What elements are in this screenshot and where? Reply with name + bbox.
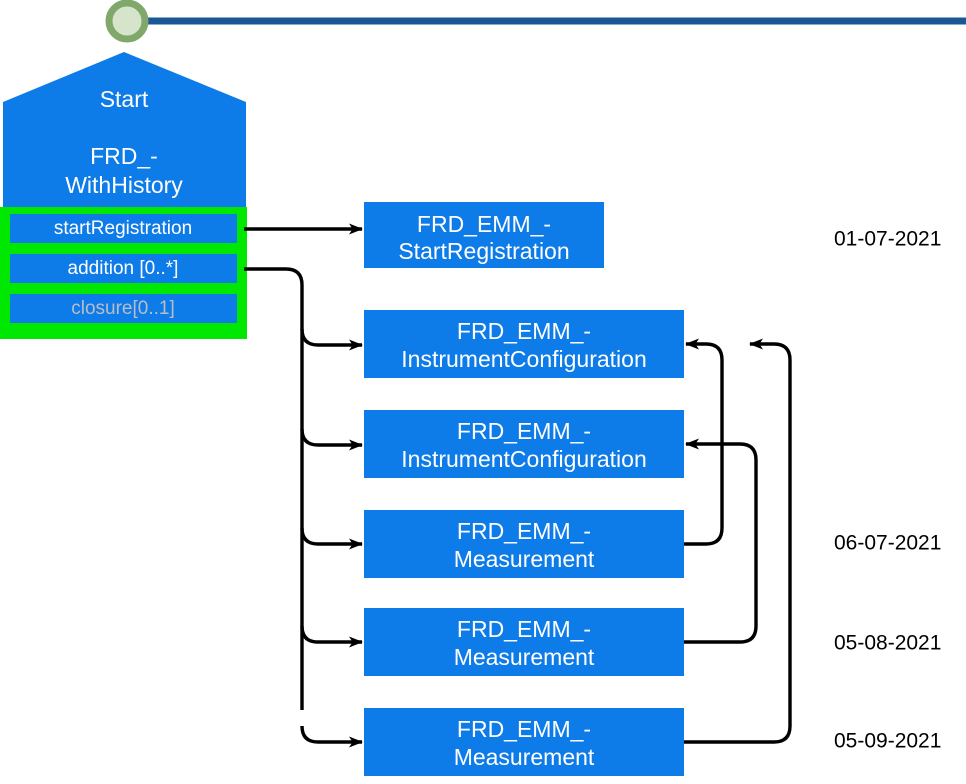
start-node-type-line1: FRD_- xyxy=(90,143,158,169)
event-node-1-line1: FRD_EMM_- xyxy=(417,211,551,237)
event-node-4[interactable]: FRD_EMM_- Measurement xyxy=(364,510,684,578)
connector-addition-to-node-4 xyxy=(300,527,363,550)
start-node-type-line2: WithHistory xyxy=(65,172,183,198)
event-node-5-line1: FRD_EMM_- xyxy=(457,616,591,642)
compartment-closure-body xyxy=(10,294,237,323)
event-node-2-body xyxy=(364,310,684,378)
connector-addition-trunk xyxy=(244,267,304,710)
connector-addition-to-node-5 xyxy=(300,625,363,648)
compartment-addition[interactable]: addition [0..*] xyxy=(4,251,243,286)
date-label-2: 06-07-2021 xyxy=(834,532,941,555)
event-node-1[interactable]: FRD_EMM_- StartRegistration xyxy=(364,202,604,268)
event-node-4-body xyxy=(364,510,684,578)
start-node-title: Start xyxy=(100,86,149,112)
event-node-2-line1: FRD_EMM_- xyxy=(457,318,591,344)
event-node-3-line2: InstrumentConfiguration xyxy=(401,446,646,472)
start-node[interactable]: Start FRD_- WithHistory xyxy=(3,52,246,208)
start-node-compartments: startRegistration addition [0..*] closur… xyxy=(0,207,247,339)
connector-node-6-to-node-2 xyxy=(684,338,792,744)
connector-addition-to-node-6 xyxy=(300,725,363,748)
event-node-3-body xyxy=(364,410,684,478)
event-node-6-body xyxy=(364,708,684,776)
date-label-3: 05-08-2021 xyxy=(834,632,941,655)
event-node-3-line1: FRD_EMM_- xyxy=(457,418,591,444)
compartment-closure-label: closure[0..1] xyxy=(71,298,175,319)
event-node-5[interactable]: FRD_EMM_- Measurement xyxy=(364,608,684,676)
connector-addition-tree xyxy=(244,267,363,748)
event-node-3[interactable]: FRD_EMM_- InstrumentConfiguration xyxy=(364,410,684,478)
compartment-addition-label: addition [0..*] xyxy=(68,258,179,279)
event-node-4-line1: FRD_EMM_- xyxy=(457,518,591,544)
compartment-closure[interactable]: closure[0..1] xyxy=(10,294,237,323)
event-node-2-line2: InstrumentConfiguration xyxy=(401,346,646,372)
timeline-group xyxy=(105,0,966,43)
compartment-start-registration-body xyxy=(10,214,237,243)
date-label-4: 05-09-2021 xyxy=(834,730,941,753)
event-node-5-line2: Measurement xyxy=(454,644,595,670)
connector-node-5-to-node-3 xyxy=(684,438,758,644)
compartment-start-registration[interactable]: startRegistration xyxy=(4,211,243,246)
event-node-6-line2: Measurement xyxy=(454,744,595,770)
event-node-1-line2: StartRegistration xyxy=(398,238,569,264)
event-node-5-body xyxy=(364,608,684,676)
start-point-marker[interactable] xyxy=(105,0,149,43)
event-node-6-line1: FRD_EMM_- xyxy=(457,716,591,742)
date-labels: 01-07-2021 06-07-2021 05-08-2021 05-09-2… xyxy=(834,228,941,753)
compartment-addition-body xyxy=(10,254,237,283)
connector-measurement-to-configuration xyxy=(684,338,792,744)
connector-addition-to-node-3 xyxy=(300,428,363,451)
event-node-6[interactable]: FRD_EMM_- Measurement xyxy=(364,708,684,776)
date-label-1: 01-07-2021 xyxy=(834,228,941,251)
start-node-shape xyxy=(3,52,246,208)
connector-addition-to-node-2 xyxy=(300,328,363,351)
event-node-1-body xyxy=(364,202,604,268)
event-node-2[interactable]: FRD_EMM_- InstrumentConfiguration xyxy=(364,310,684,378)
compartment-start-registration-label: startRegistration xyxy=(54,218,192,239)
event-node-4-line2: Measurement xyxy=(454,546,595,572)
